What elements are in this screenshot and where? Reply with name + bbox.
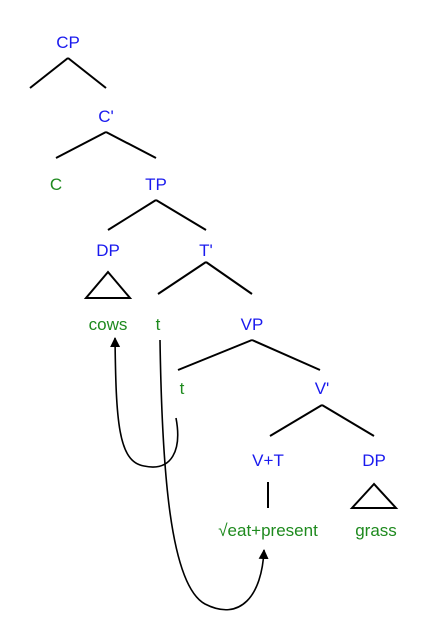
- movement-arrows: [110, 337, 269, 611]
- tree-branches: [29, 57, 375, 508]
- node-c: C: [50, 175, 62, 194]
- branch-cp-left: [29, 57, 69, 89]
- leaf-cows: cows: [89, 315, 128, 334]
- triangle-dp-object: [349, 482, 399, 509]
- node-vp: VP: [241, 315, 264, 334]
- node-v-bar: V': [315, 379, 330, 398]
- branch-cbar-tp: [105, 131, 157, 159]
- branch-tbar-t: [157, 261, 207, 295]
- tree-nodes: CP C' C TP DP T' cows t VP t V' V+T DP √…: [50, 33, 397, 540]
- trace-t-upper: t: [156, 315, 161, 334]
- node-tp: TP: [145, 175, 167, 194]
- arrow-head-movement: [159, 339, 269, 611]
- branch-cbar-c: [55, 131, 107, 159]
- branch-vbar-dp: [321, 404, 375, 437]
- constituent-triangles: [83, 270, 399, 509]
- leaf-grass: grass: [355, 521, 397, 540]
- node-c-bar: C': [98, 107, 114, 126]
- branch-tp-dp: [107, 199, 157, 231]
- branch-tp-tbar: [155, 199, 207, 231]
- node-t-bar: T': [199, 241, 213, 260]
- triangle-dp-subject: [83, 270, 133, 299]
- branch-tbar-vp: [205, 261, 253, 295]
- node-dp-object: DP: [362, 451, 386, 470]
- branch-vp-vbar: [251, 339, 321, 371]
- leaf-eat-present: √eat+present: [218, 521, 318, 540]
- arrow-subject-movement: [110, 337, 179, 468]
- branch-vp-t: [177, 339, 253, 371]
- branch-vbar-vt: [269, 404, 323, 437]
- node-dp-subject: DP: [96, 241, 120, 260]
- trace-t-lower: t: [180, 379, 185, 398]
- branch-cp-cbar: [67, 57, 107, 89]
- node-cp: CP: [56, 33, 80, 52]
- node-v-plus-t: V+T: [252, 451, 284, 470]
